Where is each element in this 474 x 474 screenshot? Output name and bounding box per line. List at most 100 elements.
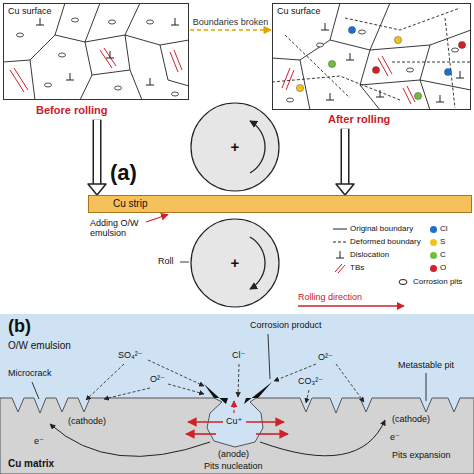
legend-sample bbox=[333, 237, 347, 247]
label-text: Rolling direction bbox=[298, 292, 362, 302]
connector bbox=[190, 27, 271, 34]
legend-item: Dislocation bbox=[333, 250, 413, 261]
label-text: (cathode) bbox=[392, 414, 430, 424]
feed-arrow bbox=[146, 215, 168, 223]
dislocation-symbol bbox=[321, 23, 329, 30]
legend-item: Corrosion pits bbox=[396, 277, 474, 288]
strip-box: Cu strip bbox=[88, 195, 472, 213]
grain-boundary bbox=[3, 60, 30, 62]
pit-symbol bbox=[72, 18, 79, 22]
matrix-band: Cu matrix bbox=[0, 398, 474, 474]
label-text: Roll bbox=[158, 256, 174, 266]
element-dot bbox=[372, 66, 379, 73]
legend-swatch bbox=[430, 239, 437, 246]
label-text: (a) bbox=[110, 160, 137, 185]
legend-sample bbox=[333, 224, 347, 234]
pit-symbol bbox=[59, 53, 66, 57]
node-text: O/W emulsion bbox=[8, 340, 71, 352]
roll-circle: + bbox=[190, 102, 280, 192]
arrow-head bbox=[336, 184, 354, 195]
panel-box: Cu surfaceBefore rolling bbox=[3, 3, 189, 100]
grain-boundary bbox=[330, 3, 390, 50]
grain-boundaries bbox=[3, 3, 189, 100]
deformed-boundary bbox=[345, 8, 460, 30]
label-text: e⁻ bbox=[390, 432, 400, 442]
electron-arrow bbox=[260, 420, 385, 456]
legend-item: Deformed boundary bbox=[333, 237, 413, 248]
twin-boundary bbox=[10, 68, 28, 92]
deformed-boundary bbox=[285, 35, 350, 98]
dislocation-symbol bbox=[146, 78, 154, 85]
pit-symbol bbox=[109, 20, 116, 24]
legend-text: Corrosion pits bbox=[413, 277, 462, 286]
legend-text: O bbox=[440, 263, 446, 272]
legend-item: S bbox=[429, 237, 474, 248]
node-text: Cu matrix bbox=[8, 458, 54, 470]
pit-symbol bbox=[317, 43, 324, 47]
element-dot bbox=[458, 41, 465, 48]
node-text: + bbox=[231, 138, 240, 155]
element-dot bbox=[394, 36, 401, 43]
expansion-arrows bbox=[186, 401, 288, 434]
legend-text: Cl bbox=[440, 224, 448, 233]
label-text: Pits expansion bbox=[392, 450, 451, 460]
twin-boundary bbox=[100, 48, 116, 68]
node-text: Cu strip bbox=[113, 198, 147, 210]
grain-boundary bbox=[30, 3, 65, 100]
expansion-arrow bbox=[246, 421, 284, 423]
corrosion-product bbox=[244, 382, 272, 404]
roll-outline bbox=[190, 102, 280, 192]
pit-symbol bbox=[359, 30, 366, 34]
connector-outline bbox=[341, 129, 350, 184]
emulsion-band: O/W emulsion bbox=[0, 314, 474, 398]
label-text: Cl⁻ bbox=[232, 350, 245, 360]
connector bbox=[336, 129, 354, 195]
twin-boundaries bbox=[10, 48, 415, 104]
label-text: Adding O/W emulsion bbox=[90, 218, 152, 239]
legend-text: C bbox=[440, 250, 446, 259]
deformed-boundaries bbox=[272, 3, 471, 110]
legend-text: Original boundary bbox=[350, 224, 413, 233]
emulsion-ground bbox=[0, 314, 474, 474]
leader-line bbox=[32, 382, 39, 399]
dislocation-symbol bbox=[436, 95, 444, 102]
label-text: Microcrack bbox=[8, 368, 52, 378]
ion-arrow bbox=[306, 390, 309, 403]
grain-boundary bbox=[160, 45, 189, 86]
ion-arrow bbox=[148, 360, 204, 386]
connector-line bbox=[190, 29, 264, 31]
node-text: Cu surface bbox=[7, 6, 53, 16]
grain-boundary bbox=[92, 70, 142, 100]
pit-symbol bbox=[407, 68, 414, 72]
legend-item: Original boundary bbox=[333, 224, 413, 235]
element-dot bbox=[414, 92, 421, 99]
label-text: (b) bbox=[8, 316, 31, 337]
connector bbox=[88, 120, 106, 195]
legend-sample-mark bbox=[335, 264, 345, 273]
label-text: Cu⁺ bbox=[226, 416, 242, 426]
roll-shape bbox=[191, 219, 279, 307]
legend-item: C bbox=[429, 250, 474, 261]
legend-swatch bbox=[430, 226, 437, 233]
label-text: (anode) bbox=[218, 449, 249, 459]
dissolution-arrow bbox=[233, 401, 234, 413]
leader-line bbox=[268, 334, 270, 379]
panel-box: Cu surfaceAfter rolling bbox=[272, 3, 471, 110]
rotation-arrow bbox=[250, 237, 265, 289]
pit-symbol bbox=[115, 86, 122, 90]
direction-arrow bbox=[298, 305, 404, 306]
leader-line bbox=[426, 373, 427, 401]
grain-boundary bbox=[80, 42, 92, 100]
label-text: Metastable pit bbox=[398, 360, 454, 370]
expansion-arrow bbox=[186, 433, 216, 435]
node-text: + bbox=[231, 254, 240, 271]
legend-text: S bbox=[440, 237, 445, 246]
ion-arrow bbox=[168, 384, 204, 394]
legend-sample bbox=[396, 277, 410, 287]
grain-boundary bbox=[125, 35, 189, 45]
roll-circle: + bbox=[190, 218, 280, 308]
